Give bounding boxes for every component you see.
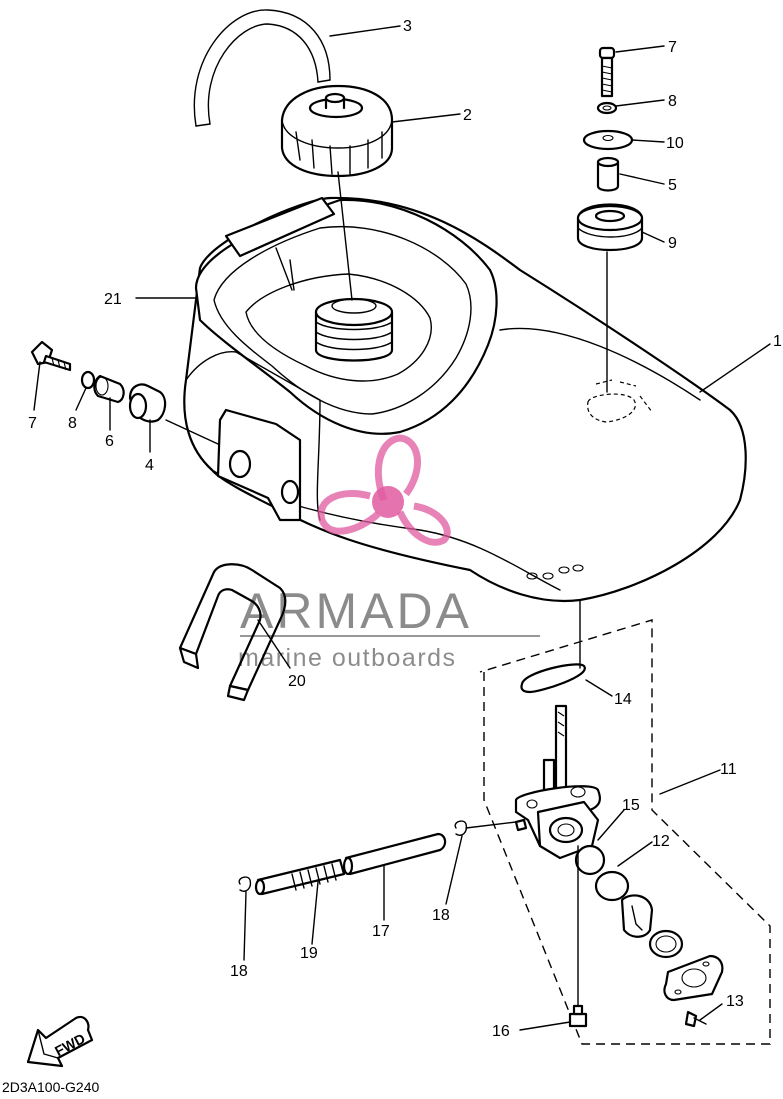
breather-hose <box>193 9 331 127</box>
forward-direction-arrow: FWD <box>26 1015 94 1068</box>
callout-7b: 7 <box>28 415 37 432</box>
callout-21: 21 <box>104 291 122 308</box>
callout-9: 9 <box>668 235 677 252</box>
callout-19: 19 <box>300 945 318 962</box>
rubber-damper <box>178 563 287 702</box>
callout-14: 14 <box>614 691 632 708</box>
callout-10: 10 <box>666 135 684 152</box>
upper-mount-stack <box>576 46 644 393</box>
callout-13: 13 <box>726 993 744 1010</box>
callout-1: 1 <box>773 333 782 350</box>
side-mount-stack <box>30 340 219 445</box>
watermark-tagline: marine outboards <box>238 644 457 672</box>
callout-7a: 7 <box>668 39 677 56</box>
callout-8b: 8 <box>68 415 77 432</box>
callout-18a: 18 <box>230 963 248 980</box>
drawing-code: 2D3A100-G240 <box>2 1079 100 1095</box>
callout-2: 2 <box>463 107 472 124</box>
callout-20: 20 <box>288 673 306 690</box>
callout-17: 17 <box>372 923 390 940</box>
fuel-tank <box>183 196 747 602</box>
callout-16: 16 <box>492 1023 510 1040</box>
callout-labels: 3 2 7 8 10 5 9 1 21 7 8 6 4 20 14 11 15 … <box>28 18 782 1040</box>
callout-18b: 18 <box>432 907 450 924</box>
fuel-hose-set <box>238 820 517 896</box>
propeller-logo-icon <box>317 434 451 546</box>
callout-6: 6 <box>105 433 114 450</box>
callout-15: 15 <box>622 797 640 814</box>
brand-watermark: ARMADA marine outboards <box>238 434 540 672</box>
callout-8a: 8 <box>668 93 677 110</box>
callout-3: 3 <box>403 18 412 35</box>
fuel-tank-cap <box>280 84 394 178</box>
leader-lines <box>33 25 771 1031</box>
callout-4: 4 <box>145 457 154 474</box>
watermark-brand: ARMADA <box>240 583 472 639</box>
callout-11: 11 <box>720 761 737 778</box>
fuel-cock-assembly <box>479 619 771 1045</box>
callout-12: 12 <box>652 833 670 850</box>
callout-5: 5 <box>668 177 677 194</box>
o-ring <box>520 599 586 694</box>
